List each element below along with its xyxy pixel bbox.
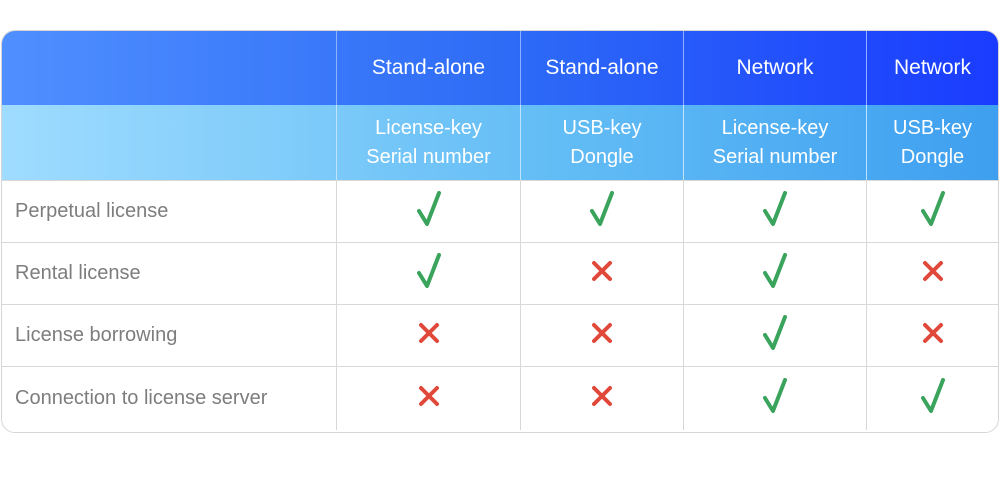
cross-icon bbox=[922, 322, 944, 349]
header-mode-2: Stand-alone bbox=[521, 31, 684, 105]
value-cell bbox=[521, 181, 684, 242]
feature-label: Rental license bbox=[2, 243, 337, 304]
subheader-type-3: License-key Serial number bbox=[684, 105, 867, 180]
table-row: Rental license bbox=[2, 243, 998, 305]
table-row: Perpetual license bbox=[2, 181, 998, 243]
value-cell bbox=[521, 243, 684, 304]
cross-icon bbox=[591, 385, 613, 412]
value-cell bbox=[684, 367, 867, 430]
check-icon bbox=[590, 191, 614, 232]
value-cell bbox=[337, 181, 521, 242]
subheader-type-line1: USB-key bbox=[562, 116, 642, 139]
feature-label: Perpetual license bbox=[2, 181, 337, 242]
header-mode-3: Network bbox=[684, 31, 867, 105]
value-cell bbox=[684, 181, 867, 242]
check-icon bbox=[416, 253, 441, 294]
value-cell bbox=[337, 243, 521, 304]
check-icon bbox=[763, 315, 787, 356]
value-cell bbox=[867, 181, 998, 242]
table-row: License borrowing bbox=[2, 305, 998, 367]
value-cell bbox=[867, 243, 998, 304]
subheader-type-line1: License-key bbox=[375, 116, 482, 139]
header-row: Stand-alone Stand-alone Network Network bbox=[2, 31, 998, 105]
check-icon bbox=[920, 378, 945, 419]
value-cell bbox=[867, 305, 998, 366]
check-icon bbox=[920, 191, 945, 232]
cross-icon bbox=[418, 322, 440, 349]
table-row: Connection to license server bbox=[2, 367, 998, 430]
subheader-type-1: License-key Serial number bbox=[337, 105, 521, 180]
subheader-type-line1: USB-key bbox=[893, 116, 972, 139]
header-mode-1: Stand-alone bbox=[337, 31, 521, 105]
cross-icon bbox=[418, 385, 440, 412]
subheader-type-line1: License-key bbox=[721, 116, 829, 139]
subheader-corner-cell bbox=[2, 105, 337, 180]
subheader-type-line2: Dongle bbox=[900, 145, 965, 168]
value-cell bbox=[684, 243, 867, 304]
check-icon bbox=[763, 191, 787, 232]
subheader-type-line2: Serial number bbox=[366, 145, 491, 168]
value-cell bbox=[521, 305, 684, 366]
check-icon bbox=[416, 191, 441, 232]
header-mode-4: Network bbox=[893, 56, 972, 79]
value-cell bbox=[337, 305, 521, 366]
cross-icon bbox=[591, 260, 613, 287]
check-icon bbox=[763, 253, 787, 294]
header-corner-cell bbox=[2, 31, 337, 105]
subheader-type-2: USB-key Dongle bbox=[521, 105, 684, 180]
cross-icon bbox=[922, 260, 944, 287]
feature-label: License borrowing bbox=[2, 305, 337, 366]
subheader-type-line2: Dongle bbox=[570, 145, 634, 168]
subheader-type-4: USB-key Dongle bbox=[867, 105, 998, 180]
value-cell bbox=[337, 367, 521, 430]
value-cell bbox=[684, 305, 867, 366]
value-cell bbox=[521, 367, 684, 430]
license-comparison-table: Stand-alone Stand-alone Network Network … bbox=[1, 30, 999, 433]
value-cell bbox=[867, 367, 998, 430]
subheader-row: License-key Serial number USB-key Dongle… bbox=[2, 105, 998, 181]
check-icon bbox=[763, 378, 787, 419]
subheader-type-line2: Serial number bbox=[712, 145, 838, 168]
cross-icon bbox=[591, 322, 613, 349]
feature-label: Connection to license server bbox=[2, 367, 337, 430]
